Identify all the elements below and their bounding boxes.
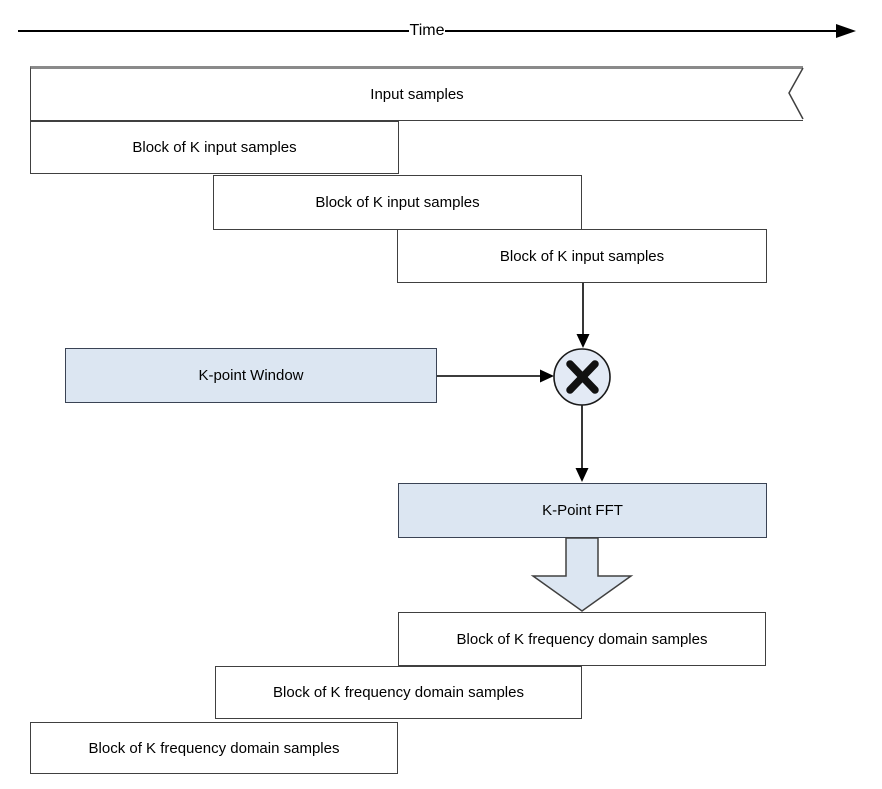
input-samples-box: Input samples bbox=[30, 66, 803, 121]
time-axis: Time bbox=[18, 22, 856, 40]
time-axis-line-right bbox=[445, 30, 836, 32]
arrow-multiply-to-fft bbox=[575, 405, 589, 482]
input-block-1-label: Block of K input samples bbox=[132, 139, 297, 156]
time-arrowhead-icon bbox=[836, 24, 856, 38]
arrow-window-to-multiply bbox=[437, 369, 554, 383]
multiply-icon bbox=[553, 348, 611, 406]
freq-block-3: Block of K frequency domain samples bbox=[30, 722, 398, 774]
time-label: Time bbox=[409, 22, 445, 39]
input-block-2: Block of K input samples bbox=[213, 175, 582, 230]
input-block-2-label: Block of K input samples bbox=[315, 194, 480, 211]
fft-label: K-Point FFT bbox=[542, 502, 623, 519]
freq-block-2-label: Block of K frequency domain samples bbox=[273, 684, 524, 701]
time-axis-line-left bbox=[18, 30, 409, 32]
block-arrow-icon bbox=[530, 537, 634, 612]
input-block-3-label: Block of K input samples bbox=[499, 247, 665, 265]
freq-block-2: Block of K frequency domain samples bbox=[215, 666, 582, 719]
freq-block-1-label: Block of K frequency domain samples bbox=[456, 630, 708, 648]
window-box: K-point Window bbox=[65, 348, 437, 403]
input-block-3: Block of K input samples bbox=[397, 229, 767, 283]
window-label: K-point Window bbox=[198, 367, 304, 384]
freq-block-3-label: Block of K frequency domain samples bbox=[88, 739, 340, 757]
input-block-1: Block of K input samples bbox=[30, 121, 399, 174]
freq-block-1: Block of K frequency domain samples bbox=[398, 612, 766, 666]
arrow-block3-to-multiply bbox=[576, 283, 590, 348]
input-samples-label: Input samples bbox=[370, 86, 464, 103]
fft-box: K-Point FFT bbox=[398, 483, 767, 538]
